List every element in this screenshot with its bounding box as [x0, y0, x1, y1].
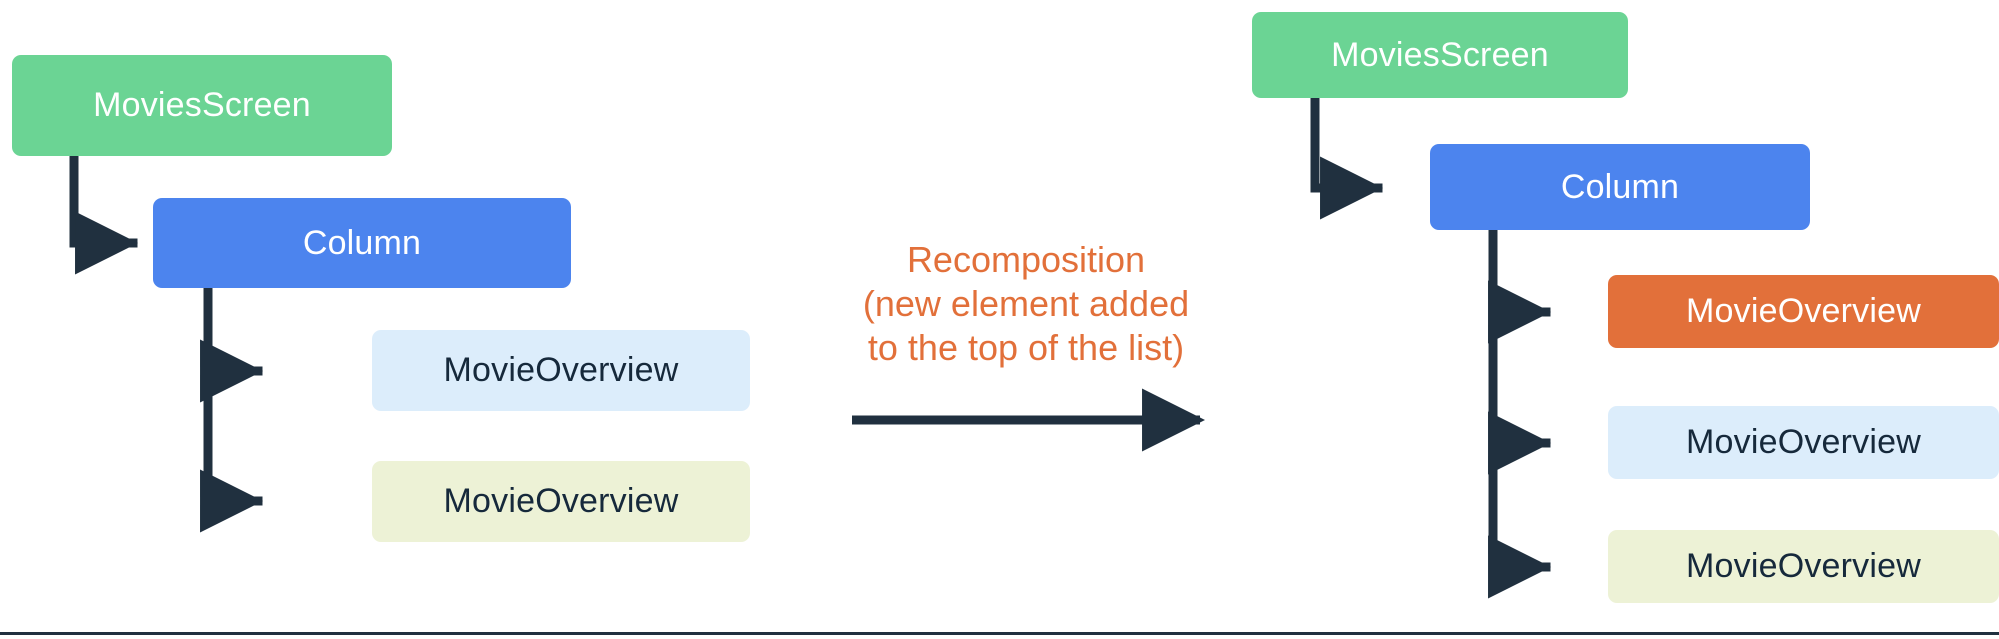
before-movie-overview-1-node[interactable]: MovieOverview: [372, 330, 750, 411]
edge-before-column-to-item-1: [200, 287, 264, 403]
after-movie-overview-2-label: MovieOverview: [1686, 547, 1921, 585]
edge-after-column-to-new-item: [1488, 229, 1552, 344]
after-movie-overview-new-node[interactable]: MovieOverview: [1608, 275, 1999, 348]
edge-after-screen-to-column: [1310, 95, 1384, 220]
before-movie-overview-2-node[interactable]: MovieOverview: [372, 461, 750, 542]
after-movies-screen-label: MoviesScreen: [1331, 35, 1549, 74]
edge-after-column-to-item-1: [1488, 307, 1552, 475]
after-movie-overview-1-node[interactable]: MovieOverview: [1608, 406, 1999, 479]
after-column-label: Column: [1560, 167, 1680, 206]
before-movie-overview-1-label: MovieOverview: [443, 351, 679, 389]
before-movie-overview-2-label: MovieOverview: [443, 482, 679, 520]
after-movie-overview-2-node[interactable]: MovieOverview: [1608, 530, 1999, 603]
before-movies-screen-node[interactable]: MoviesScreen: [12, 55, 392, 156]
edge-before-column-to-item-2: [200, 366, 264, 533]
after-movie-overview-new-label: MovieOverview: [1686, 292, 1921, 330]
after-movie-overview-1-label: MovieOverview: [1686, 423, 1921, 461]
before-movies-screen-label: MoviesScreen: [93, 86, 311, 124]
recomposition-caption-line-1: Recomposition: [906, 239, 1146, 280]
before-column-node[interactable]: Column: [153, 198, 571, 288]
recomposition-caption-line-2: (new element added: [862, 283, 1190, 324]
before-column-label: Column: [302, 223, 422, 262]
after-column-node[interactable]: Column: [1430, 144, 1810, 230]
bottom-divider: [0, 632, 1999, 635]
recomposition-caption-line-3: to the top of the list): [867, 327, 1185, 368]
edge-before-screen-to-column: [69, 153, 139, 275]
recomposition-caption: Recomposition (new element added to the …: [826, 238, 1226, 370]
after-movies-screen-node[interactable]: MoviesScreen: [1252, 12, 1628, 98]
edge-after-column-to-item-2: [1488, 438, 1552, 599]
